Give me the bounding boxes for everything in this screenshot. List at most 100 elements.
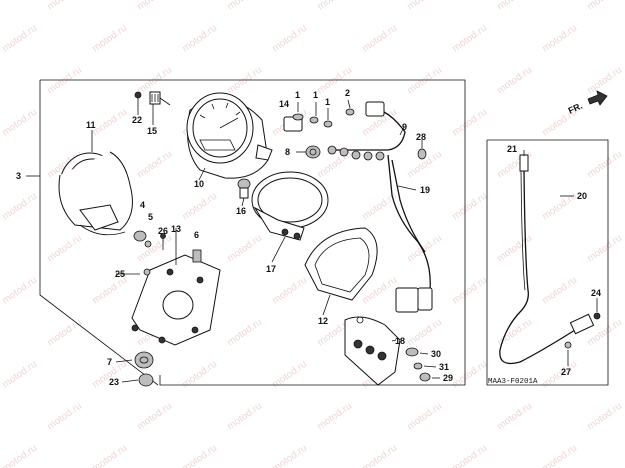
assembly-frame xyxy=(40,79,466,386)
label-part-10: 10 xyxy=(194,179,204,189)
watermark-text: motod.ru xyxy=(90,107,129,139)
label-part-6: 6 xyxy=(194,230,199,240)
label-part-15: 15 xyxy=(147,126,157,136)
label-part-28: 28 xyxy=(416,132,426,142)
watermark-text: motod.ru xyxy=(45,233,84,265)
label-part-3: 3 xyxy=(16,171,21,181)
watermark-text: motod.ru xyxy=(540,443,579,468)
label-part-9: 9 xyxy=(402,122,407,132)
watermark-text: motod.ru xyxy=(45,317,84,349)
screw-22 xyxy=(134,91,142,106)
watermark-text: motod.ru xyxy=(0,359,39,391)
watermark-text: motod.ru xyxy=(0,107,39,139)
watermark-text: motod.ru xyxy=(180,443,219,468)
watermark-text: motod.ru xyxy=(540,359,579,391)
watermark-text: motod.ru xyxy=(450,359,489,391)
label-part-23: 23 xyxy=(109,377,119,387)
watermark-text: motod.ru xyxy=(270,275,309,307)
label-part-25: 25 xyxy=(115,269,125,279)
meter-band xyxy=(251,171,329,241)
meter-case xyxy=(58,151,133,236)
watermark-text: motod.ru xyxy=(270,359,309,391)
watermark-text: motod.ru xyxy=(0,443,39,468)
watermark-text: motod.ru xyxy=(180,359,219,391)
watermark-text: motod.ru xyxy=(225,233,264,265)
cable-frame xyxy=(486,139,609,386)
watermark-text: motod.ru xyxy=(405,401,444,433)
label-part-1c: 1 xyxy=(325,97,330,107)
watermark-text: motod.ru xyxy=(585,149,624,181)
nuts-washers xyxy=(405,347,431,382)
speedometer-cable xyxy=(499,154,601,365)
watermark-text: motod.ru xyxy=(45,401,84,433)
label-part-24: 24 xyxy=(591,288,601,298)
label-part-18: 18 xyxy=(395,336,405,346)
watermark-text: motod.ru xyxy=(540,23,579,55)
indicator-bulbs xyxy=(283,108,355,132)
label-part-19: 19 xyxy=(420,185,430,195)
watermark-text: motod.ru xyxy=(135,149,174,181)
assembly-frame-left xyxy=(39,80,159,386)
watermark-text: motod.ru xyxy=(495,65,534,97)
watermark-text: motod.ru xyxy=(315,149,354,181)
label-part-12: 12 xyxy=(318,316,328,326)
label-part-20: 20 xyxy=(577,191,587,201)
watermark-text: motod.ru xyxy=(495,401,534,433)
label-part-13: 13 xyxy=(171,224,181,234)
watermark-text: motod.ru xyxy=(225,401,264,433)
watermark-text: motod.ru xyxy=(405,233,444,265)
watermark-text: motod.ru xyxy=(585,65,624,97)
watermark-text: motod.ru xyxy=(495,0,534,12)
label-part-30: 30 xyxy=(431,349,441,359)
label-part-22: 22 xyxy=(132,115,142,125)
watermark-text: motod.ru xyxy=(450,191,489,223)
watermark-text: motod.ru xyxy=(585,233,624,265)
watermark-text: motod.ru xyxy=(225,65,264,97)
watermark-text: motod.ru xyxy=(585,0,624,12)
watermark-text: motod.ru xyxy=(180,191,219,223)
watermark-text: motod.ru xyxy=(405,0,444,12)
watermark-text: motod.ru xyxy=(540,275,579,307)
label-part-4: 4 xyxy=(140,200,145,210)
watermark-text: motod.ru xyxy=(135,401,174,433)
watermark-text: motod.ru xyxy=(450,275,489,307)
indicator-panel xyxy=(344,316,401,386)
watermark-text: motod.ru xyxy=(270,443,309,468)
watermark-text: motod.ru xyxy=(180,23,219,55)
bulb-socket xyxy=(237,178,251,199)
label-part-29: 29 xyxy=(443,373,453,383)
watermark-text: motod.ru xyxy=(405,65,444,97)
watermark-text: motod.ru xyxy=(45,0,84,12)
watermark-text: motod.ru xyxy=(540,191,579,223)
label-part-11: 11 xyxy=(86,120,96,130)
watermark-text: motod.ru xyxy=(450,443,489,468)
watermark-text: motod.ru xyxy=(0,23,39,55)
front-direction-arrow: FR. xyxy=(567,90,608,116)
watermark-text: motod.ru xyxy=(90,443,129,468)
watermark-text: motod.ru xyxy=(360,443,399,468)
label-part-16: 16 xyxy=(236,206,246,216)
label-part-14: 14 xyxy=(279,99,289,109)
rubber-grommet xyxy=(134,351,154,387)
watermark-text: motod.ru xyxy=(360,191,399,223)
label-part-31: 31 xyxy=(439,362,449,372)
watermark-text: motod.ru xyxy=(225,0,264,12)
watermark-text: motod.ru xyxy=(360,23,399,55)
watermark-text: motod.ru xyxy=(90,23,129,55)
label-part-27: 27 xyxy=(561,367,571,377)
grommet xyxy=(305,145,321,159)
watermark-text: motod.ru xyxy=(405,317,444,349)
watermark-text: motod.ru xyxy=(45,65,84,97)
meter-bracket xyxy=(131,254,221,346)
watermark-text: motod.ru xyxy=(450,23,489,55)
watermark-text: motod.ru xyxy=(315,0,354,12)
speedometer-assembly xyxy=(186,92,273,179)
svg-text:FR.: FR. xyxy=(567,101,584,116)
label-part-5: 5 xyxy=(148,212,153,222)
label-part-17: 17 xyxy=(266,264,276,274)
watermark-text: motod.ru xyxy=(135,0,174,12)
watermark-text: motod.ru xyxy=(495,233,534,265)
watermark-text: motod.ru xyxy=(0,191,39,223)
label-part-26: 26 xyxy=(158,226,168,236)
